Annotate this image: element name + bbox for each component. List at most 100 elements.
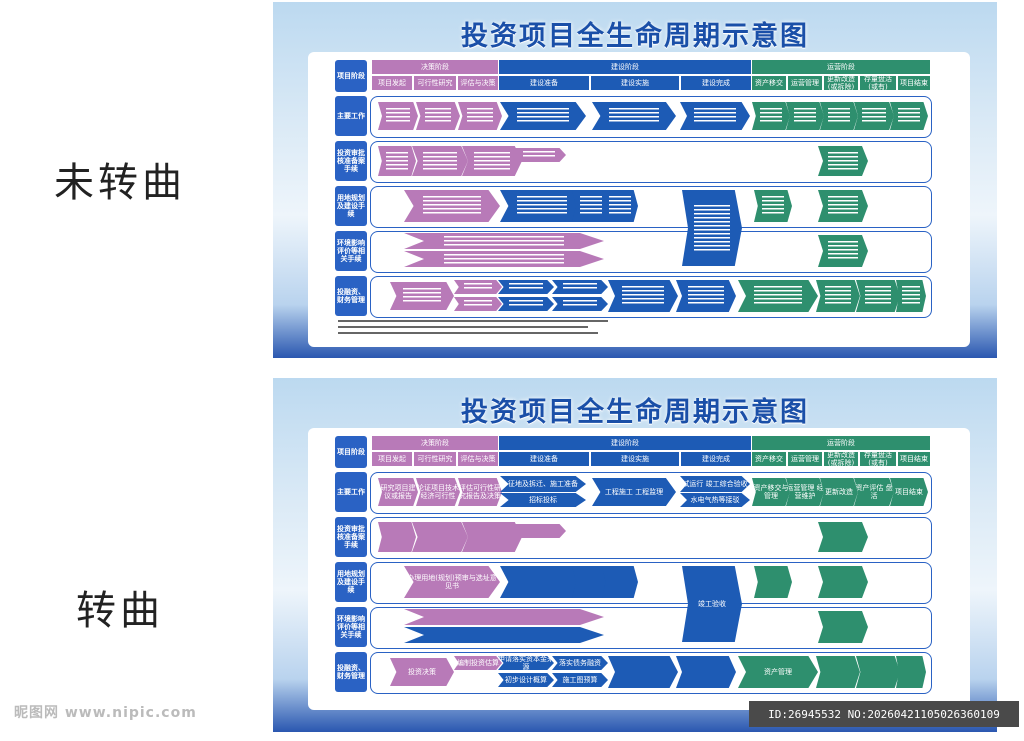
step xyxy=(602,566,638,598)
step xyxy=(676,656,736,688)
phase-build: 建设阶段 xyxy=(499,436,751,450)
step xyxy=(378,522,416,552)
step-invest-decision: 投资决策 xyxy=(390,658,454,686)
step xyxy=(404,251,604,267)
step xyxy=(404,627,604,643)
sub-ops-5: 项目结束 xyxy=(898,76,930,90)
step-construction: 工程施工 工程监理 xyxy=(592,478,676,506)
step-final-acceptance: 竣工验收 xyxy=(682,566,742,642)
panel-bottom: 投资项目全生命周期示意图 项目阶段 决策阶段 建设阶段 运营阶段 项目发起 可行… xyxy=(273,378,997,732)
step xyxy=(602,190,638,222)
sub-ops-2: 运营管理 xyxy=(788,452,822,466)
step xyxy=(608,656,678,688)
sub-ops-1: 资产移交 xyxy=(752,452,786,466)
diagram-board: 项目阶段 决策阶段 建设阶段 运营阶段 项目发起 可行性研究 评估与决策 建设准… xyxy=(308,428,970,710)
step xyxy=(680,102,750,130)
sub-build-1: 建设准备 xyxy=(499,452,589,466)
step-construction-budget: 施工图预算 xyxy=(552,673,608,687)
step xyxy=(378,146,416,176)
row-head-approval: 投资审批核准备案手续 xyxy=(335,141,367,181)
step xyxy=(856,280,900,312)
panel-top: 投资项目全生命周期示意图 项目阶段 决策阶段 建设阶段 运营阶段 项目发起 可行… xyxy=(273,2,997,358)
phase-decision: 决策阶段 xyxy=(372,436,498,450)
sub-build-1: 建设准备 xyxy=(499,76,589,90)
sub-decision-1: 项目发起 xyxy=(372,76,412,90)
step xyxy=(816,280,860,312)
sub-decision-2: 可行性研究 xyxy=(414,452,456,466)
step-end: 项目结束 xyxy=(890,478,928,506)
row-head-land: 用地规划及建设手续 xyxy=(335,562,367,602)
step xyxy=(890,102,928,130)
step-feasibility: 论证项目技术经济可行性 xyxy=(416,478,460,506)
step xyxy=(498,280,554,294)
sub-ops-3: 更新改造(或拆除) xyxy=(824,76,858,90)
step xyxy=(786,102,824,130)
sub-ops-1: 资产移交 xyxy=(752,76,786,90)
step xyxy=(820,102,858,130)
sub-ops-2: 运营管理 xyxy=(788,76,822,90)
diagram-board: 项目阶段 决策阶段 建设阶段 运营阶段 项目发起 可行性研究 评估与决策 建设准… xyxy=(308,52,970,347)
step xyxy=(754,566,792,598)
step xyxy=(738,280,818,312)
step xyxy=(500,102,586,130)
step-land-presite: 办理用地(规划)预审与选址意见书 xyxy=(404,566,500,598)
step xyxy=(608,280,678,312)
step xyxy=(818,146,868,176)
panel-title: 投资项目全生命周期示意图 xyxy=(461,397,809,428)
header-project-stage: 项目阶段 xyxy=(335,60,367,92)
step xyxy=(512,524,566,538)
step-revitalize: 资产评估 盘活 xyxy=(854,478,894,506)
sub-ops-3: 更新改造(或拆除) xyxy=(824,452,858,466)
row-head-main: 主要工作 xyxy=(335,472,367,512)
sub-decision-2: 可行性研究 xyxy=(414,76,456,90)
step xyxy=(404,609,604,625)
step-equity: 申请落实资本金来源 xyxy=(498,656,554,670)
step xyxy=(818,235,868,267)
label-transformed: 转曲 xyxy=(76,588,164,634)
step xyxy=(854,102,894,130)
step-operation: 运营管理 经营维护 xyxy=(786,478,824,506)
row-head-finance: 投融资、财务管理 xyxy=(335,276,367,316)
sub-build-2: 建设实施 xyxy=(591,452,679,466)
sub-build-2: 建设实施 xyxy=(591,76,679,90)
step xyxy=(512,148,566,162)
row-head-land: 用地规划及建设手续 xyxy=(335,186,367,226)
phase-build: 建设阶段 xyxy=(499,60,751,74)
step xyxy=(500,190,584,222)
step xyxy=(552,297,608,311)
step xyxy=(552,280,608,294)
step-prelim-design: 初步设计概算 xyxy=(498,673,554,687)
sub-build-3: 建设完成 xyxy=(681,76,751,90)
watermark-id: ID:26945532 NO:20260421105026360109 xyxy=(749,701,1019,727)
phase-decision: 决策阶段 xyxy=(372,60,498,74)
step-bidding: 招标投标 xyxy=(500,493,586,507)
step xyxy=(498,297,554,311)
sub-decision-3: 评估与决策 xyxy=(458,452,498,466)
step xyxy=(676,280,736,312)
step xyxy=(818,190,868,222)
step-asset-management: 资产管理 xyxy=(738,656,818,688)
row-head-finance: 投融资、财务管理 xyxy=(335,652,367,692)
step-debt: 落实债务融资 xyxy=(552,656,608,670)
step-estimate: 编制投资估算 xyxy=(454,656,502,670)
row-head-env: 环境影响评价等相关手续 xyxy=(335,231,367,271)
step xyxy=(412,522,468,552)
step xyxy=(752,102,790,130)
step xyxy=(500,566,584,598)
step xyxy=(404,190,500,222)
step xyxy=(818,566,868,598)
step xyxy=(682,190,742,266)
sub-ops-5: 项目结束 xyxy=(898,452,930,466)
sub-decision-3: 评估与决策 xyxy=(458,76,498,90)
step-renovation: 更新改造 xyxy=(820,478,858,506)
step-handover: 资产移交与管理 xyxy=(752,478,790,506)
footnote-line xyxy=(338,332,598,334)
step xyxy=(458,102,502,130)
header-project-stage: 项目阶段 xyxy=(335,436,367,468)
step xyxy=(416,102,460,130)
row-head-approval: 投资审批核准备案手续 xyxy=(335,517,367,557)
label-untransformed: 未转曲 xyxy=(54,160,186,206)
step xyxy=(378,102,418,130)
step-utilities: 水电气热等接驳 xyxy=(680,493,750,507)
step xyxy=(896,280,926,312)
